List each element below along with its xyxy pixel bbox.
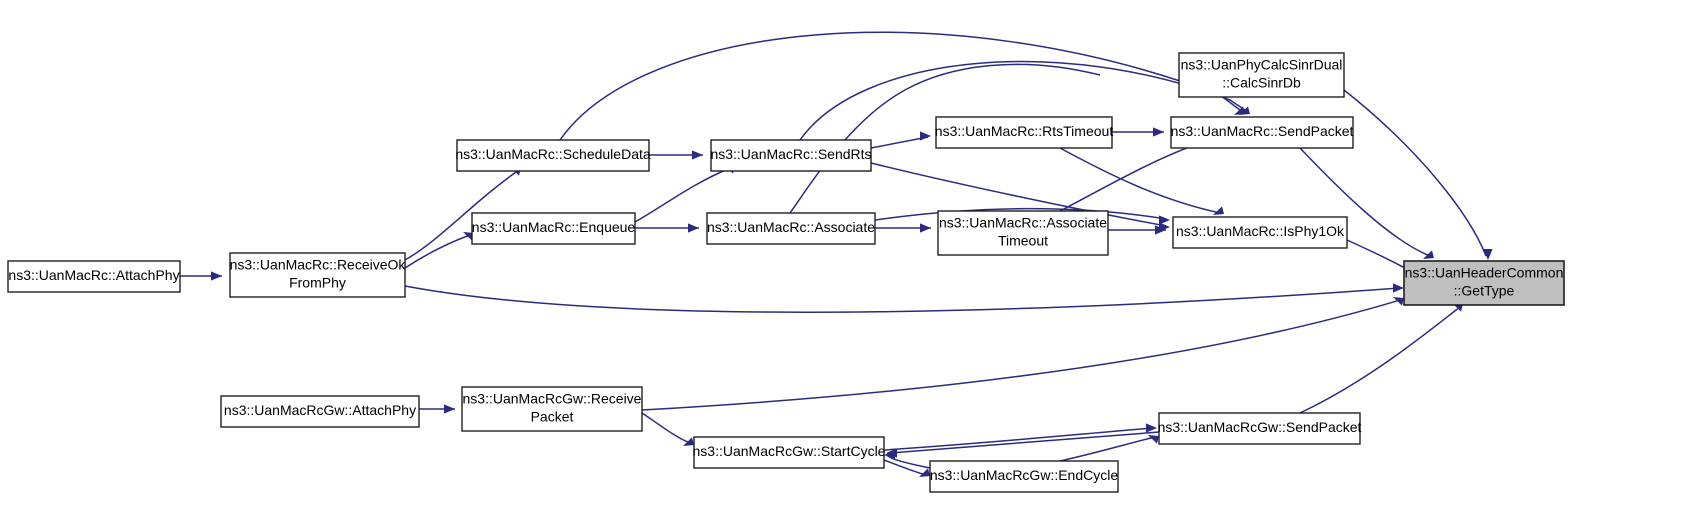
node-gettype[interactable]: ns3::UanHeaderCommon::GetType	[1403, 260, 1565, 306]
node-box-isphy1ok[interactable]	[1172, 216, 1348, 249]
node-associate[interactable]: ns3::UanMacRc::Associate	[706, 212, 876, 245]
node-label-isphy1ok: ns3::UanMacRc::IsPhy1Ok	[1176, 223, 1345, 239]
call-edge-gwsendpacket-to-gwstartcycle	[886, 431, 1160, 458]
call-edge-associate-to-sendrts	[789, 63, 1101, 214]
node-gwsendpacket[interactable]: ns3::UanMacRcGw::SendPacket	[1158, 412, 1362, 445]
call-edge-scheduledata-to-sendrts	[649, 150, 703, 160]
call-edge-gwstartcycle-to-gwsendpacket	[883, 423, 1157, 451]
node-label-gettype: ns3::UanHeaderCommon	[1405, 265, 1564, 281]
node-box-gwsendpacket[interactable]	[1158, 412, 1361, 445]
node-label2-gettype: ::GetType	[1454, 283, 1515, 299]
node-gwstartcycle[interactable]: ns3::UanMacRcGw::StartCycle	[693, 436, 886, 469]
node-calcsinrdb[interactable]: ns3::UanPhyCalcSinrDual::CalcSinrDb	[1178, 52, 1345, 98]
node-label-scheduledata: ns3::UanMacRc::ScheduleData	[455, 146, 651, 162]
call-edge-sendrts-to-rtstimeout	[870, 131, 931, 149]
node-label-gwsendpacket: ns3::UanMacRcGw::SendPacket	[1158, 419, 1362, 435]
call-edge-associate-to-associatetimeout	[875, 223, 931, 233]
node-sendpacket[interactable]: ns3::UanMacRc::SendPacket	[1170, 116, 1354, 149]
edge-layer	[180, 31, 1493, 477]
node-box-gwreceivepacket[interactable]	[461, 386, 643, 432]
call-edge-gwreceivepacket-to-gwstartcycle	[641, 412, 694, 446]
node-scheduledata[interactable]: ns3::UanMacRc::ScheduleData	[455, 139, 651, 172]
call-edge-rtstimeout-to-isphy1ok	[1059, 147, 1224, 215]
call-edge-receiveokfromphy-to-enqueue	[404, 232, 474, 269]
node-box-rtstimeout[interactable]	[935, 116, 1113, 149]
node-box-calcsinrdb[interactable]	[1178, 52, 1345, 98]
node-label-rtstimeout: ns3::UanMacRc::RtsTimeout	[935, 123, 1114, 139]
node-isphy1ok[interactable]: ns3::UanMacRc::IsPhy1Ok	[1172, 216, 1348, 249]
node-label-sendrts: ns3::UanMacRc::SendRts	[710, 146, 871, 162]
node-box-gwendcycle[interactable]	[929, 460, 1119, 493]
node-box-scheduledata[interactable]	[456, 139, 650, 172]
node-label-sendpacket: ns3::UanMacRc::SendPacket	[1171, 123, 1354, 139]
node-label-attachphy: ns3::UanMacRc::AttachPhy	[8, 267, 179, 283]
call-edge-receiveokfromphy-to-gettype	[404, 283, 1404, 313]
node-label-associatetimeout: ns3::UanMacRc::Associate	[939, 215, 1107, 231]
call-edge-associate-to-isphy1ok	[874, 207, 1170, 225]
node-label2-calcsinrdb: ::CalcSinrDb	[1222, 75, 1301, 91]
node-label2-associatetimeout: Timeout	[998, 233, 1048, 249]
call-edge-calcsinrdb-to-gettype	[1343, 89, 1493, 260]
call-edge-sendpacket-to-gettype	[1299, 147, 1434, 259]
node-box-gwattachphy[interactable]	[220, 395, 420, 428]
node-label-gwstartcycle: ns3::UanMacRcGw::StartCycle	[693, 443, 886, 459]
call-edge-gwendcycle-to-gwsendpacket	[1059, 435, 1159, 462]
node-gwattachphy[interactable]: ns3::UanMacRcGw::AttachPhy	[220, 395, 420, 428]
call-edge-scheduledata-to-sendpacket	[559, 31, 1245, 141]
node-box-sendrts[interactable]	[710, 139, 872, 172]
call-edge-attachphy-to-receiveokfromphy	[180, 271, 222, 281]
call-edge-rtstimeout-to-sendpacket	[1112, 127, 1164, 137]
node-box-associate[interactable]	[706, 212, 876, 245]
call-edge-gwstartcycle-to-gwendcycle	[883, 459, 930, 477]
node-layer: ns3::UanMacRc::AttachPhy ns3::UanMacRc::R…	[7, 52, 1565, 493]
node-gwendcycle[interactable]: ns3::UanMacRcGw::EndCycle	[929, 460, 1119, 493]
node-attachphy[interactable]: ns3::UanMacRc::AttachPhy	[7, 260, 181, 293]
node-enqueue[interactable]: ns3::UanMacRc::Enqueue	[471, 212, 636, 245]
node-label-receiveokfromphy: ns3::UanMacRc::ReceiveOk	[230, 257, 407, 273]
node-box-gwstartcycle[interactable]	[693, 436, 885, 469]
node-label-gwreceivepacket: ns3::UanMacRcGw::Receive	[463, 391, 642, 407]
node-label-gwattachphy: ns3::UanMacRcGw::AttachPhy	[224, 402, 416, 418]
node-box-enqueue[interactable]	[471, 212, 636, 245]
call-edge-enqueue-to-associate	[635, 223, 699, 233]
call-edge-gwreceivepacket-to-gettype	[641, 297, 1404, 411]
call-edge-gwsendpacket-to-gettype	[1299, 303, 1463, 414]
node-label-calcsinrdb: ns3::UanPhyCalcSinrDual	[1181, 57, 1343, 73]
node-label-associate: ns3::UanMacRc::Associate	[707, 219, 875, 235]
node-box-attachphy[interactable]	[7, 260, 181, 293]
node-box-associatetimeout[interactable]	[937, 210, 1109, 256]
node-label2-gwreceivepacket: Packet	[531, 409, 574, 425]
node-box-gettype[interactable]	[1403, 260, 1565, 306]
call-edge-associatetimeout-to-isphy1ok	[1108, 225, 1166, 235]
call-edge-sendrts-to-sendpacket	[799, 60, 1250, 141]
node-sendrts[interactable]: ns3::UanMacRc::SendRts	[710, 139, 872, 172]
node-label2-receiveokfromphy: FromPhy	[289, 275, 346, 291]
node-label-gwendcycle: ns3::UanMacRcGw::EndCycle	[930, 467, 1119, 483]
node-label-enqueue: ns3::UanMacRc::Enqueue	[472, 219, 636, 235]
node-box-sendpacket[interactable]	[1170, 116, 1354, 149]
node-rtstimeout[interactable]: ns3::UanMacRc::RtsTimeout	[935, 116, 1114, 149]
node-box-receiveokfromphy[interactable]	[229, 252, 406, 298]
call-edge-gwattachphy-to-gwreceivepacket	[419, 404, 455, 414]
